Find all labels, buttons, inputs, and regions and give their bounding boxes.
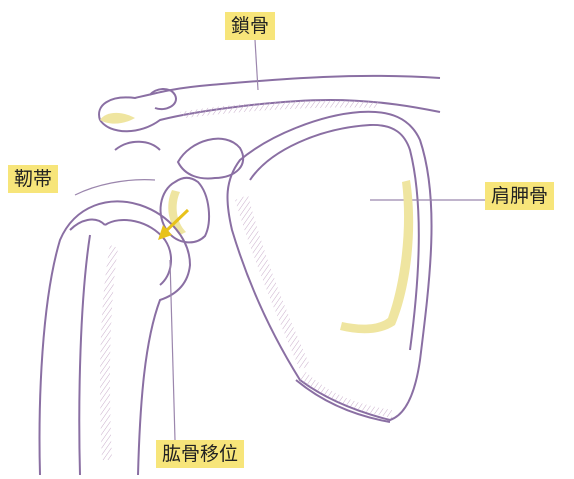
label-ligament: 靭帯 bbox=[8, 165, 58, 193]
scapula-lower-hatching bbox=[300, 372, 392, 418]
clavicle-highlight bbox=[100, 113, 135, 124]
label-scapula: 肩胛骨 bbox=[485, 182, 554, 210]
clavicle-bone bbox=[99, 40, 440, 131]
humerus-bone bbox=[40, 180, 190, 475]
scapula-hatching bbox=[235, 195, 310, 370]
acromion bbox=[115, 139, 243, 179]
clavicle-hatching bbox=[180, 100, 380, 118]
scapula-highlight bbox=[340, 180, 413, 333]
label-clavicle: 鎖骨 bbox=[225, 12, 275, 40]
label-humerus-displacement: 肱骨移位 bbox=[156, 440, 244, 468]
humerus-leader-line bbox=[170, 260, 175, 440]
humerus-hatching bbox=[100, 245, 118, 460]
